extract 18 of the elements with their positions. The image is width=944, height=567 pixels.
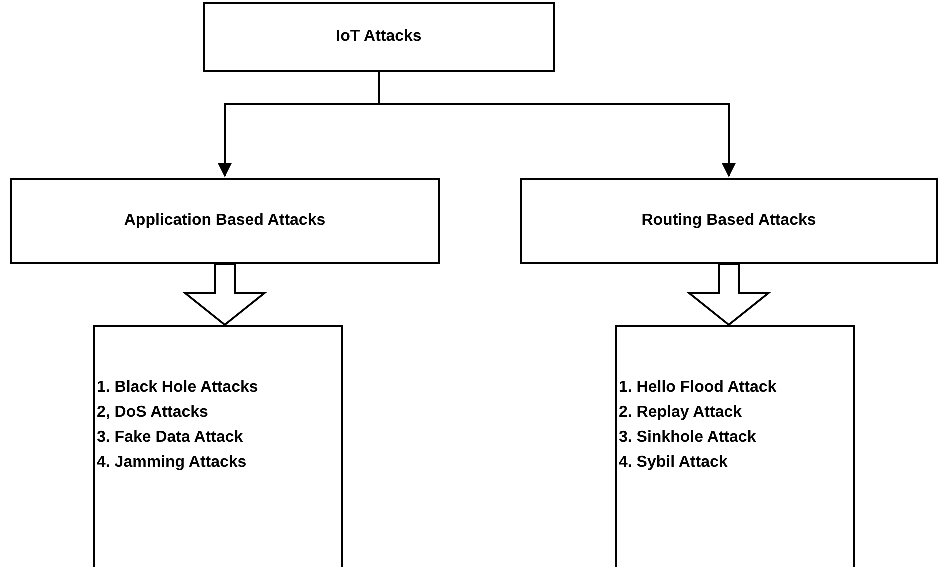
list-box <box>93 325 343 567</box>
box-title: IoT Attacks <box>336 28 422 46</box>
list-item: 4. Jamming Attacks <box>97 453 248 473</box>
list-item: 2, DoS Attacks <box>97 403 210 423</box>
list-item: 1. Hello Flood Attack <box>619 378 778 398</box>
list-item: 4. Sybil Attack <box>619 453 729 473</box>
block-arrow <box>182 263 268 326</box>
list-item: 1. Black Hole Attacks <box>97 378 260 398</box>
list-box <box>615 325 855 567</box>
category-box <box>10 178 440 264</box>
category-box <box>520 178 938 264</box>
category-box <box>203 2 555 72</box>
block-arrow <box>686 263 772 326</box>
list-item: 3. Sinkhole Attack <box>619 428 758 448</box>
list-item: 2. Replay Attack <box>619 403 744 423</box>
box-title: Routing Based Attacks <box>642 212 816 230</box>
list-item: 3. Fake Data Attack <box>97 428 244 448</box>
box-title: Application Based Attacks <box>124 212 326 230</box>
